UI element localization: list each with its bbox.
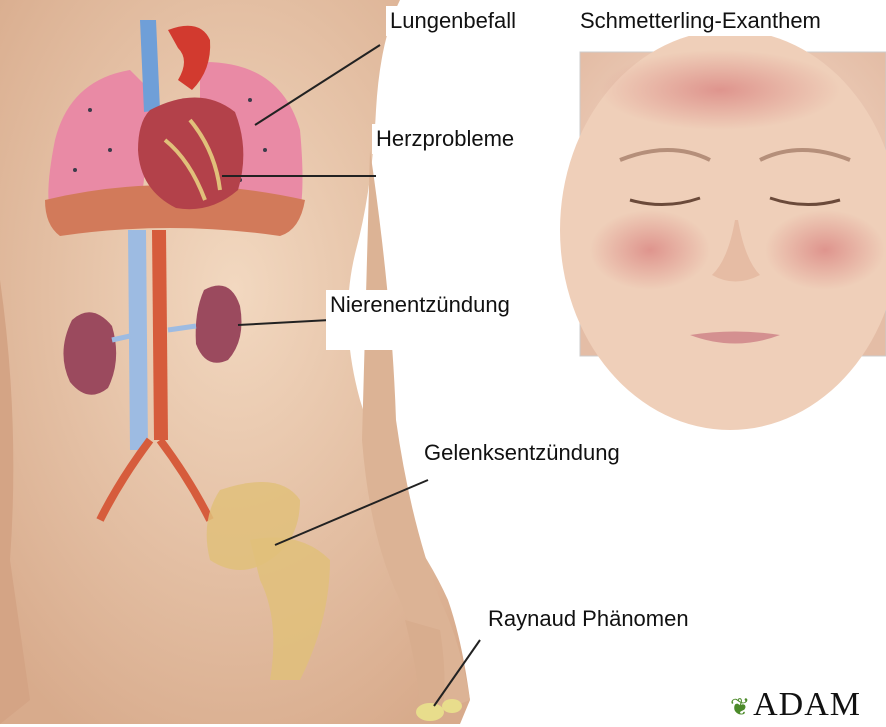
rash-left-cheek: [590, 210, 710, 290]
aorta: [152, 230, 168, 440]
label-heart: Herzprobleme: [372, 124, 518, 154]
label-raynaud: Raynaud Phänomen: [484, 604, 693, 634]
adam-logo: ❦ADAM: [730, 686, 861, 727]
rash-right-cheek: [765, 210, 885, 290]
label-joint: Gelenksentzündung: [420, 438, 624, 468]
face-panel: [560, 30, 886, 430]
label-kidney: Nierenentzündung: [326, 290, 520, 350]
label-lung: Lungenbefall: [386, 6, 520, 36]
label-rash: Schmetterling-Exanthem: [576, 6, 825, 36]
logo-text: ADAM: [753, 686, 861, 723]
leaf-icon: ❦: [730, 689, 751, 727]
rash-forehead: [600, 50, 840, 130]
vena-cava: [128, 230, 148, 450]
